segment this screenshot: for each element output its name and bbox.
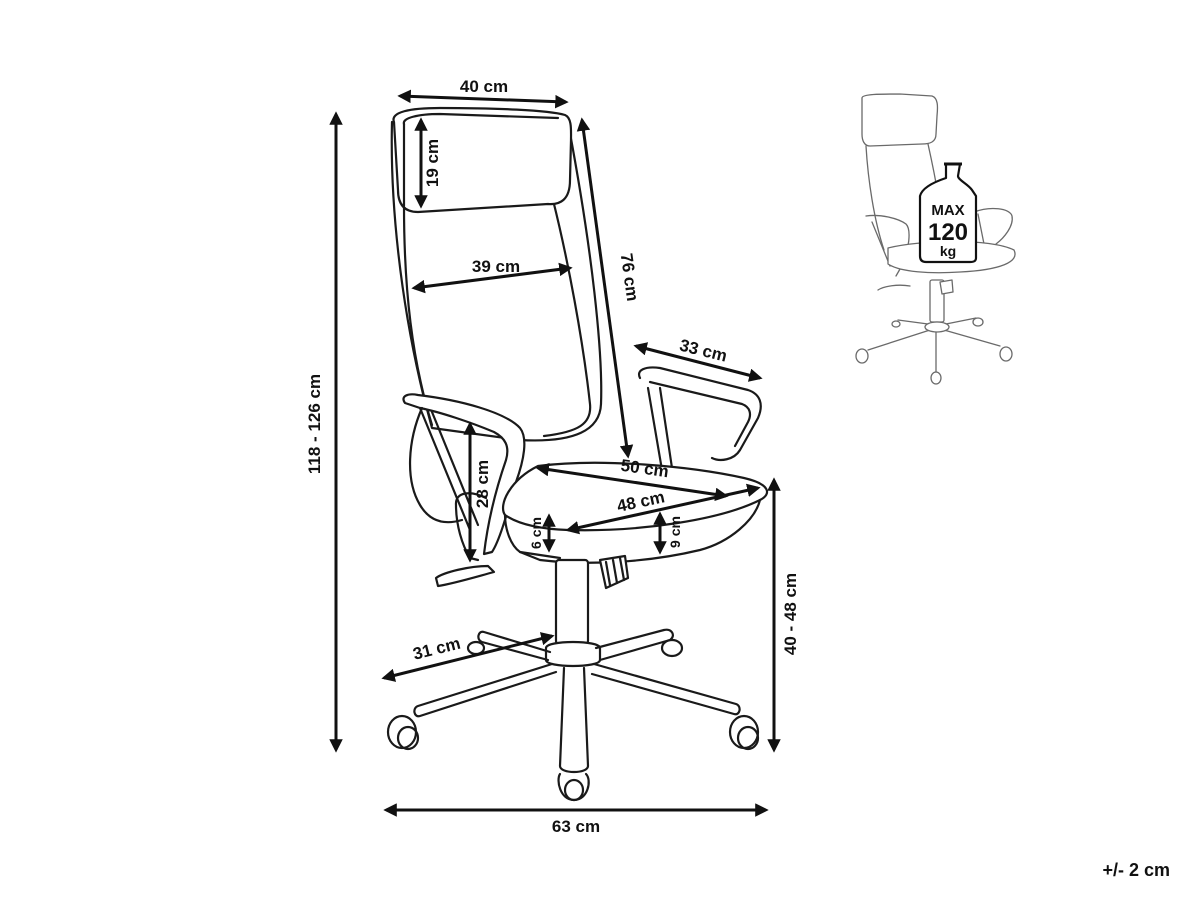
label-back-height: 76 cm [617, 252, 643, 302]
dim-back-height-arrow [576, 117, 634, 459]
dimension-lines [329, 89, 781, 817]
max-load-label: MAX [931, 202, 964, 219]
label-seat-thickness-front: 9 cm [667, 516, 683, 548]
office-chair-drawing [386, 106, 769, 802]
label-headrest-height: 19 cm [423, 139, 442, 187]
dim-armrest-length-arrow [633, 342, 763, 382]
dim-back-width-arrow [411, 262, 573, 294]
label-total-height: 118 - 126 cm [305, 374, 324, 474]
max-load-unit: kg [940, 243, 956, 259]
label-seat-thickness-side: 6 cm [528, 517, 544, 549]
dim-headrest-width-arrow [397, 89, 569, 109]
label-tolerance: +/- 2 cm [1102, 860, 1170, 880]
max-load-value: 120 [928, 219, 968, 246]
label-base-width: 63 cm [552, 817, 600, 836]
label-armrest-length: 33 cm [678, 336, 729, 366]
label-headrest-width: 40 cm [460, 77, 508, 96]
label-armrest-height: 28 cm [473, 460, 492, 508]
dim-seat-width-arrow [565, 483, 761, 535]
dim-base-radius-arrow [381, 632, 555, 682]
label-back-width: 39 cm [472, 257, 520, 276]
weight-icon [918, 162, 978, 264]
label-seat-height: 40 - 48 cm [781, 573, 800, 655]
